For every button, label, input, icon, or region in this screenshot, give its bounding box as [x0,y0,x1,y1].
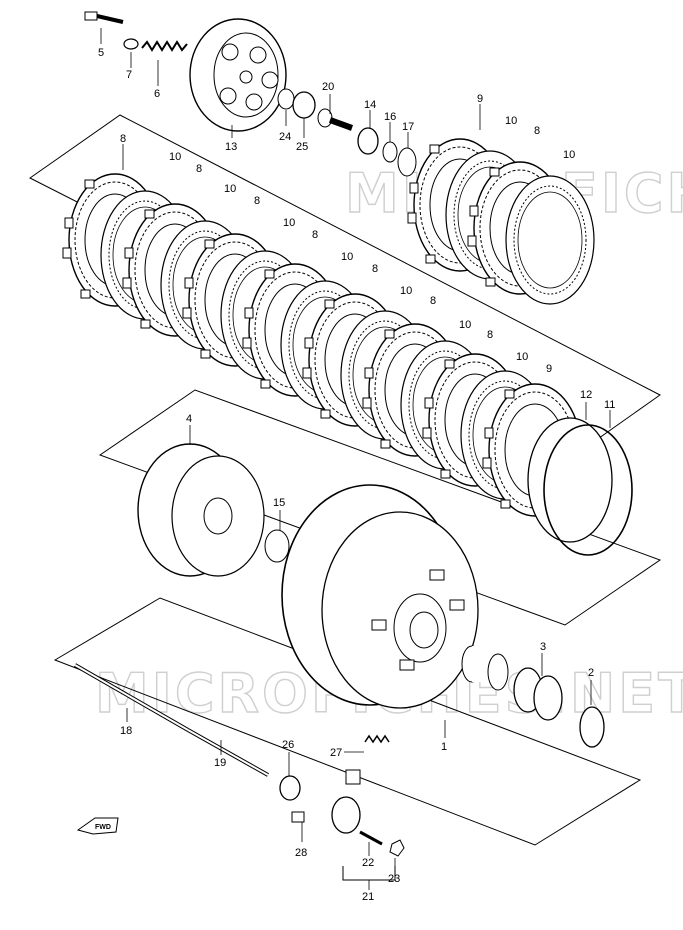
washer-part-17 [397,147,417,177]
push-piece-part-20 [317,108,354,131]
label-10: 10 [516,351,528,363]
label-9: 9 [477,93,483,105]
label-8: 8 [372,263,378,275]
label-8: 8 [534,125,540,137]
part-labels: 5 7 6 13 24 25 20 14 16 17 9 10 8 10 8 1… [98,47,615,903]
label-7: 7 [126,69,132,81]
release-arm [331,769,361,834]
spring-part-6 [141,40,188,52]
label-2: 2 [588,667,594,679]
label-23: 23 [388,873,400,885]
label-1: 1 [441,741,447,753]
steel-plate [505,175,595,305]
label-18: 18 [120,725,132,737]
pressure-plate-part-13 [189,18,287,132]
bearing-part-26 [279,775,301,801]
bolt-part-28 [291,811,305,823]
label-21: 21 [362,891,374,903]
label-10: 10 [283,217,295,229]
label-8: 8 [120,133,126,145]
label-13: 13 [225,141,237,153]
label-10: 10 [224,183,236,195]
sleeve-hub-part-4 [137,443,265,577]
label-14: 14 [364,99,376,111]
nut-part-23 [389,839,405,857]
washer-part-7 [123,38,139,50]
label-5: 5 [98,47,104,59]
thrust-washer-part-2 [579,706,605,748]
washer-part-15 [264,529,290,563]
label-28: 28 [295,847,307,859]
bearing-part-14 [357,127,379,155]
label-16: 16 [384,111,396,123]
spacer [461,645,509,691]
label-27: 27 [330,747,342,759]
spring-part-27 [364,734,390,744]
label-10: 10 [505,115,517,127]
label-9: 9 [546,363,552,375]
label-15: 15 [273,497,285,509]
screw-part-22 [359,830,383,846]
label-26: 26 [282,739,294,751]
spring-part-11 [543,424,633,556]
basket-group-outline [53,597,642,846]
label-10: 10 [341,251,353,263]
label-17: 17 [402,121,414,133]
label-25: 25 [296,141,308,153]
bearing-part-25 [292,91,316,119]
label-24: 24 [279,131,291,143]
label-8: 8 [196,163,202,175]
clutch-basket-part-1 [281,484,479,709]
fwd-label: FWD [95,824,111,831]
label-10: 10 [400,285,412,297]
bolt-part-5 [84,11,124,24]
label-3: 3 [540,641,546,653]
washer-part-16 [382,141,398,163]
label-19: 19 [214,757,226,769]
label-10: 10 [459,319,471,331]
label-8: 8 [487,329,493,341]
label-8: 8 [430,295,436,307]
fwd-arrow: FWD [76,817,119,835]
label-8: 8 [254,195,260,207]
label-10: 10 [169,151,181,163]
label-10: 10 [563,149,575,161]
needle-bearing-part-3 [513,667,563,721]
washer-part-24 [277,88,295,110]
label-12: 12 [580,389,592,401]
label-6: 6 [154,88,160,100]
spring-seat-part-12 [527,417,613,543]
label-20: 20 [322,81,334,93]
label-11: 11 [604,399,615,411]
leader-lines [100,28,611,890]
label-4: 4 [186,413,192,425]
label-22: 22 [362,857,374,869]
label-8: 8 [312,229,318,241]
